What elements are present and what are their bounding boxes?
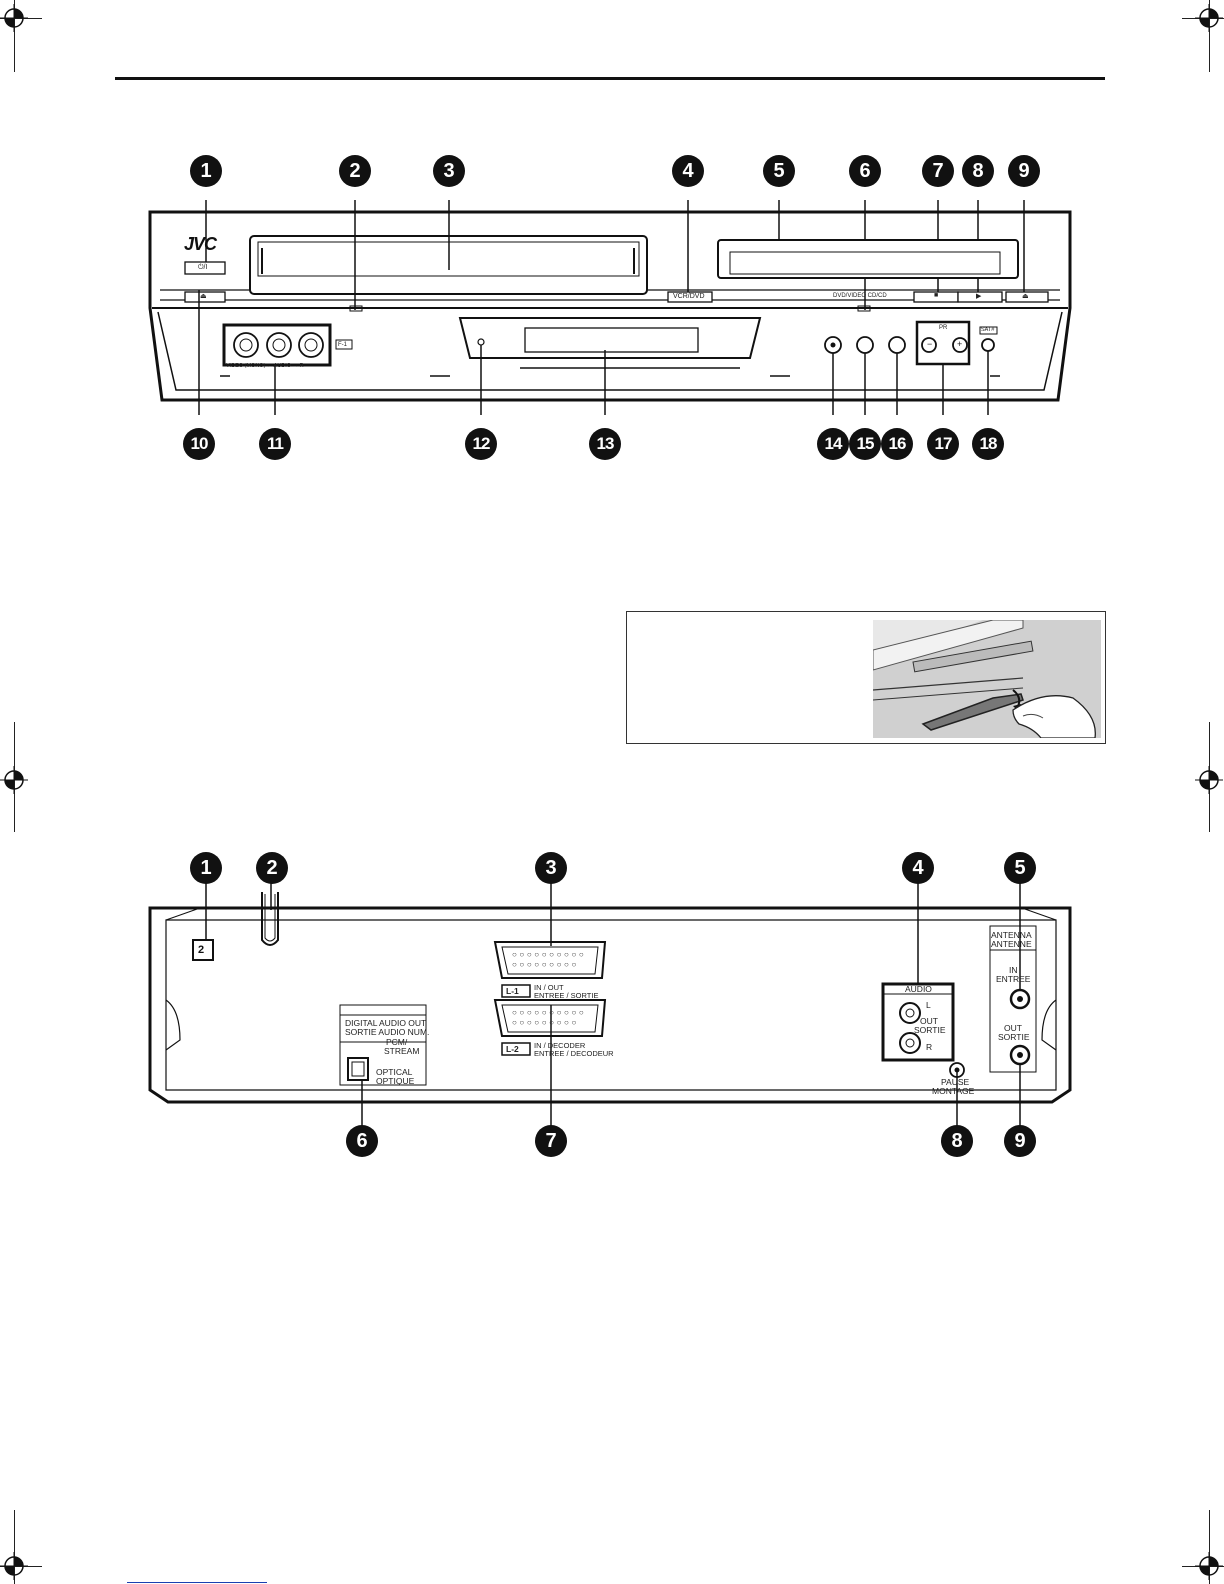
callout-front-16: 16 (881, 428, 913, 460)
crop-mark-bottom-left (14, 1510, 15, 1584)
callout-front-5: 5 (763, 155, 795, 187)
callout-rear-8: 8 (941, 1125, 973, 1157)
l2-text-1: IN / DECODER (534, 1041, 586, 1050)
optical-label: OPTICAL (376, 1067, 413, 1077)
antenna-label-2: ANTENNE (991, 939, 1032, 949)
crop-mark-top-right (1209, 0, 1210, 72)
door-open-illustration (873, 620, 1101, 738)
callout-front-9: 9 (1008, 155, 1040, 187)
header-rule (115, 77, 1105, 80)
callout-front-17: 17 (927, 428, 959, 460)
registration-mark-mid-left (0, 766, 28, 794)
audio-label: AUDIO (905, 984, 932, 994)
registration-mark-top-left (0, 4, 28, 32)
front-input-label: VIDEO (MONO) ← AUDIO → R (226, 363, 304, 369)
antenna-in-label: IN (1009, 965, 1018, 975)
callout-front-11: 11 (259, 428, 291, 460)
ac-symbol: 2 (198, 944, 205, 956)
l1-text-2: ENTREE / SORTIE (534, 991, 599, 1000)
callout-front-2: 2 (339, 155, 371, 187)
callout-front-4: 4 (672, 155, 704, 187)
callout-front-12: 12 (465, 428, 497, 460)
registration-mark-top-right (1195, 4, 1223, 32)
dvd-video-cd-label: DVD/VIDEO CD/CD (833, 293, 887, 299)
callout-rear-2: 2 (256, 852, 288, 884)
callout-front-8: 8 (962, 155, 994, 187)
callout-front-13: 13 (589, 428, 621, 460)
play-button-label[interactable]: ▶ (976, 293, 982, 300)
l1-text-1: IN / OUT (534, 983, 564, 992)
front-panel-drawing (148, 200, 1072, 415)
l1-tag: L-1 (506, 986, 519, 996)
registration-mark-bottom-left (0, 1552, 28, 1580)
front-input-tag: F-1 (338, 342, 347, 348)
vcr-eject-button-label[interactable]: ⏏ (200, 293, 207, 300)
pr-plus-label[interactable]: + (957, 339, 963, 349)
antenna-entree-label: ENTREE (996, 974, 1031, 984)
pause-label-1: PAUSE (941, 1077, 970, 1087)
callout-front-18: 18 (972, 428, 1004, 460)
stop-button-label[interactable]: ■ (934, 292, 939, 299)
optique-label: OPTIQUE (376, 1076, 415, 1086)
audio-out-label: OUT (920, 1016, 938, 1026)
callout-front-15: 15 (849, 428, 881, 460)
antenna-out-label: OUT (1004, 1023, 1022, 1033)
footer-link-underline (127, 1582, 267, 1583)
callout-front-7: 7 (922, 155, 954, 187)
crop-mark-top-left (14, 0, 15, 72)
vcr-dvd-button-label[interactable]: VCR/DVD (673, 293, 705, 300)
audio-sortie-label: SORTIE (914, 1025, 946, 1035)
callout-front-6: 6 (849, 155, 881, 187)
registration-mark-mid-right (1195, 766, 1223, 794)
l2-text-2: ENTREE / DECODEUR (534, 1049, 614, 1058)
brand-logo: JVC (184, 234, 217, 254)
antenna-sortie-label: SORTIE (998, 1032, 1030, 1042)
callout-rear-5: 5 (1004, 852, 1036, 884)
pcm-label: PCM/ (386, 1037, 408, 1047)
door-open-illustration-box (626, 611, 1106, 744)
callout-rear-4: 4 (902, 852, 934, 884)
digital-out-label-1: DIGITAL AUDIO OUT (345, 1018, 427, 1028)
power-button-label[interactable]: ⏻/I (198, 264, 208, 271)
callout-front-14: 14 (817, 428, 849, 460)
callout-rear-3: 3 (535, 852, 567, 884)
callout-rear-9: 9 (1004, 1125, 1036, 1157)
stream-label: STREAM (384, 1046, 420, 1056)
callout-front-10: 10 (183, 428, 215, 460)
digital-out-label-2: SORTIE AUDIO NUM. (345, 1027, 430, 1037)
pr-minus-label[interactable]: − (927, 339, 933, 349)
callout-front-1: 1 (190, 155, 222, 187)
sat-label: SAT# (981, 327, 995, 333)
scart-l1-pins: ○○○○○○○○○○○○○○○○○○○ (512, 950, 587, 969)
dvd-eject-button-label[interactable]: ⏏ (1022, 293, 1029, 300)
audio-r-label: R (926, 1042, 933, 1052)
pr-label: PR (939, 325, 948, 331)
callout-rear-7: 7 (535, 1125, 567, 1157)
pause-label-2: MONTAGE (932, 1086, 975, 1096)
antenna-label-1: ANTENNA (991, 930, 1032, 940)
callout-rear-1: 1 (190, 852, 222, 884)
callout-rear-6: 6 (346, 1125, 378, 1157)
rear-panel-drawing (148, 880, 1072, 1130)
registration-mark-bottom-right (1195, 1552, 1223, 1580)
audio-l-label: L (926, 1000, 931, 1010)
scart-l2-pins: ○○○○○○○○○○○○○○○○○○○ (512, 1008, 587, 1027)
callout-front-3: 3 (433, 155, 465, 187)
crop-mark-bottom-right (1209, 1510, 1210, 1584)
l2-tag: L-2 (506, 1044, 519, 1054)
